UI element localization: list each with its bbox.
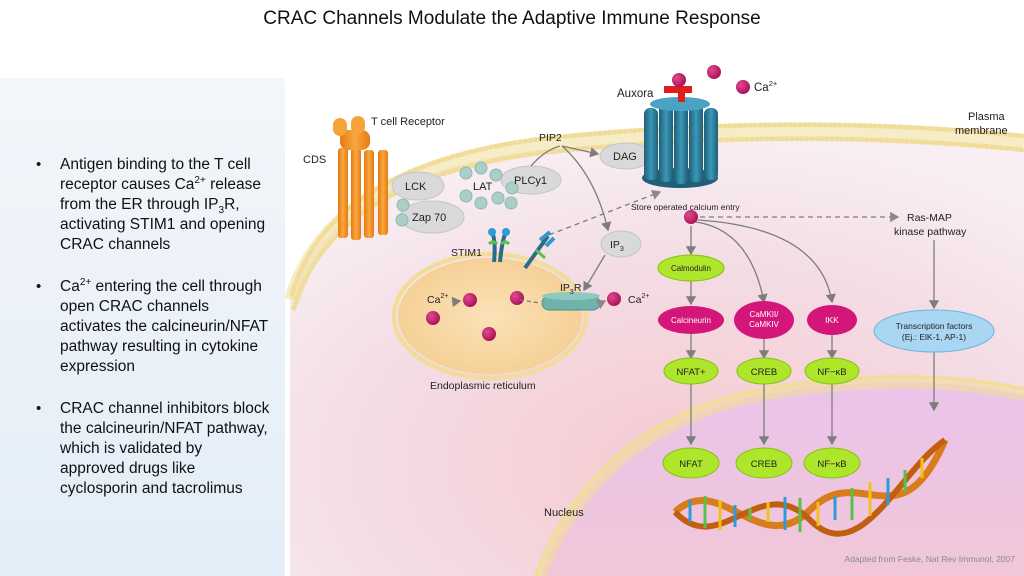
calcium-legend-label: Ca2+ (754, 79, 778, 94)
nfat-nucleus-node (662, 447, 720, 479)
nucleus (540, 382, 1024, 576)
page-title: CRAC Channels Modulate the Adaptive Immu… (263, 8, 761, 29)
calcium-ion (684, 210, 698, 224)
auxora-label: Auxora (617, 88, 654, 100)
t-cell-receptor-label: T cell Receptor (371, 116, 445, 128)
ras-map-label-1: Ras-MAP (907, 212, 952, 224)
lck-label: LCK (405, 181, 427, 193)
er-label: Endoplasmic reticulum (430, 380, 536, 392)
calmodulin-label: Calmodulin (671, 264, 711, 273)
crac-channel (642, 97, 718, 188)
auxora-blocker (664, 86, 692, 102)
ip3r-channel (541, 292, 601, 311)
nfat-nucleus-label: NFAT (679, 459, 703, 470)
calcium-ion (482, 327, 496, 341)
stim1-protein (487, 228, 556, 270)
camk-node (734, 301, 794, 339)
lck-node (391, 171, 445, 201)
nfkb-nucleus-label: NF−κB (817, 459, 846, 470)
nfkb-label: NF−κB (817, 367, 846, 378)
er-calcium-label: Ca2+ (427, 293, 448, 306)
creb-label: CREB (751, 367, 777, 378)
pathway-arrows (451, 145, 940, 446)
calcium-ion (607, 292, 621, 306)
calcium-ion (736, 80, 750, 94)
transcription-factors-node (873, 309, 995, 353)
bullet-item: Antigen binding to the T cell receptor c… (30, 155, 270, 255)
ip3-node (600, 230, 642, 258)
stim1-label: STIM1 (451, 247, 482, 259)
calmodulin-node (657, 254, 725, 282)
tf-label-1: Transcription factors (896, 321, 973, 331)
cds-label: CDS (303, 154, 326, 166)
dna-helix (672, 437, 949, 537)
ras-map-label-2: kinase pathway (894, 226, 967, 238)
ip3-label: IP3 (610, 239, 624, 253)
calcium-ion (707, 65, 721, 79)
bullet-list: Antigen binding to the T cell receptor c… (30, 155, 270, 521)
ip3r-label: IP3R (560, 282, 582, 296)
creb-node (736, 357, 792, 385)
lat-beads (395, 161, 519, 227)
lat-label: LAT (473, 181, 493, 193)
calcium-ions (426, 65, 750, 341)
nfkb-nucleus-node (803, 447, 861, 479)
plasma-membrane-label-1: Plasma (968, 111, 1006, 123)
camk-label-1: CaMKII/ (750, 310, 780, 319)
creb-nucleus-label: CREB (751, 459, 777, 470)
ikk-node (807, 305, 857, 335)
calcium-ion (510, 291, 524, 305)
calcineurin-node (658, 306, 724, 334)
nfkb-node (804, 357, 860, 385)
t-cell-receptor (333, 116, 388, 240)
nfat-plus-label: NFAT+ (676, 367, 706, 378)
dag-label: DAG (613, 151, 637, 163)
zap70-label: Zap 70 (412, 212, 446, 224)
tf-label-2: (Ej.: ElK-1, AP-1) (902, 332, 966, 342)
ikk-label: IKK (825, 315, 839, 325)
calcineurin-label: Calcineurin (671, 316, 711, 325)
camk-label-2: CaMKIV (749, 320, 779, 329)
creb-nucleus-node (735, 447, 793, 479)
nucleus-label: Nucleus (544, 507, 584, 519)
plcy1-label: PLCy1 (514, 175, 547, 187)
calcium-ion (672, 73, 686, 87)
store-operated-label: Store operated calcium entry (631, 202, 740, 212)
citation: Adapted from Feske, Nat Rev Immunol, 200… (844, 554, 1015, 564)
calcium-ion (426, 311, 440, 325)
plasma-membrane-label-2: membrane (955, 125, 1008, 137)
nfat-plus-node (663, 357, 719, 385)
released-calcium-label: Ca2+ (628, 293, 649, 306)
bullet-item: Ca2+ entering the cell through open CRAC… (30, 277, 270, 377)
bullet-item: CRAC channel inhibitors block the calcin… (30, 399, 270, 499)
endoplasmic-reticulum (398, 258, 582, 374)
calcium-ion (463, 293, 477, 307)
pip2-label: PIP2 (539, 132, 562, 144)
